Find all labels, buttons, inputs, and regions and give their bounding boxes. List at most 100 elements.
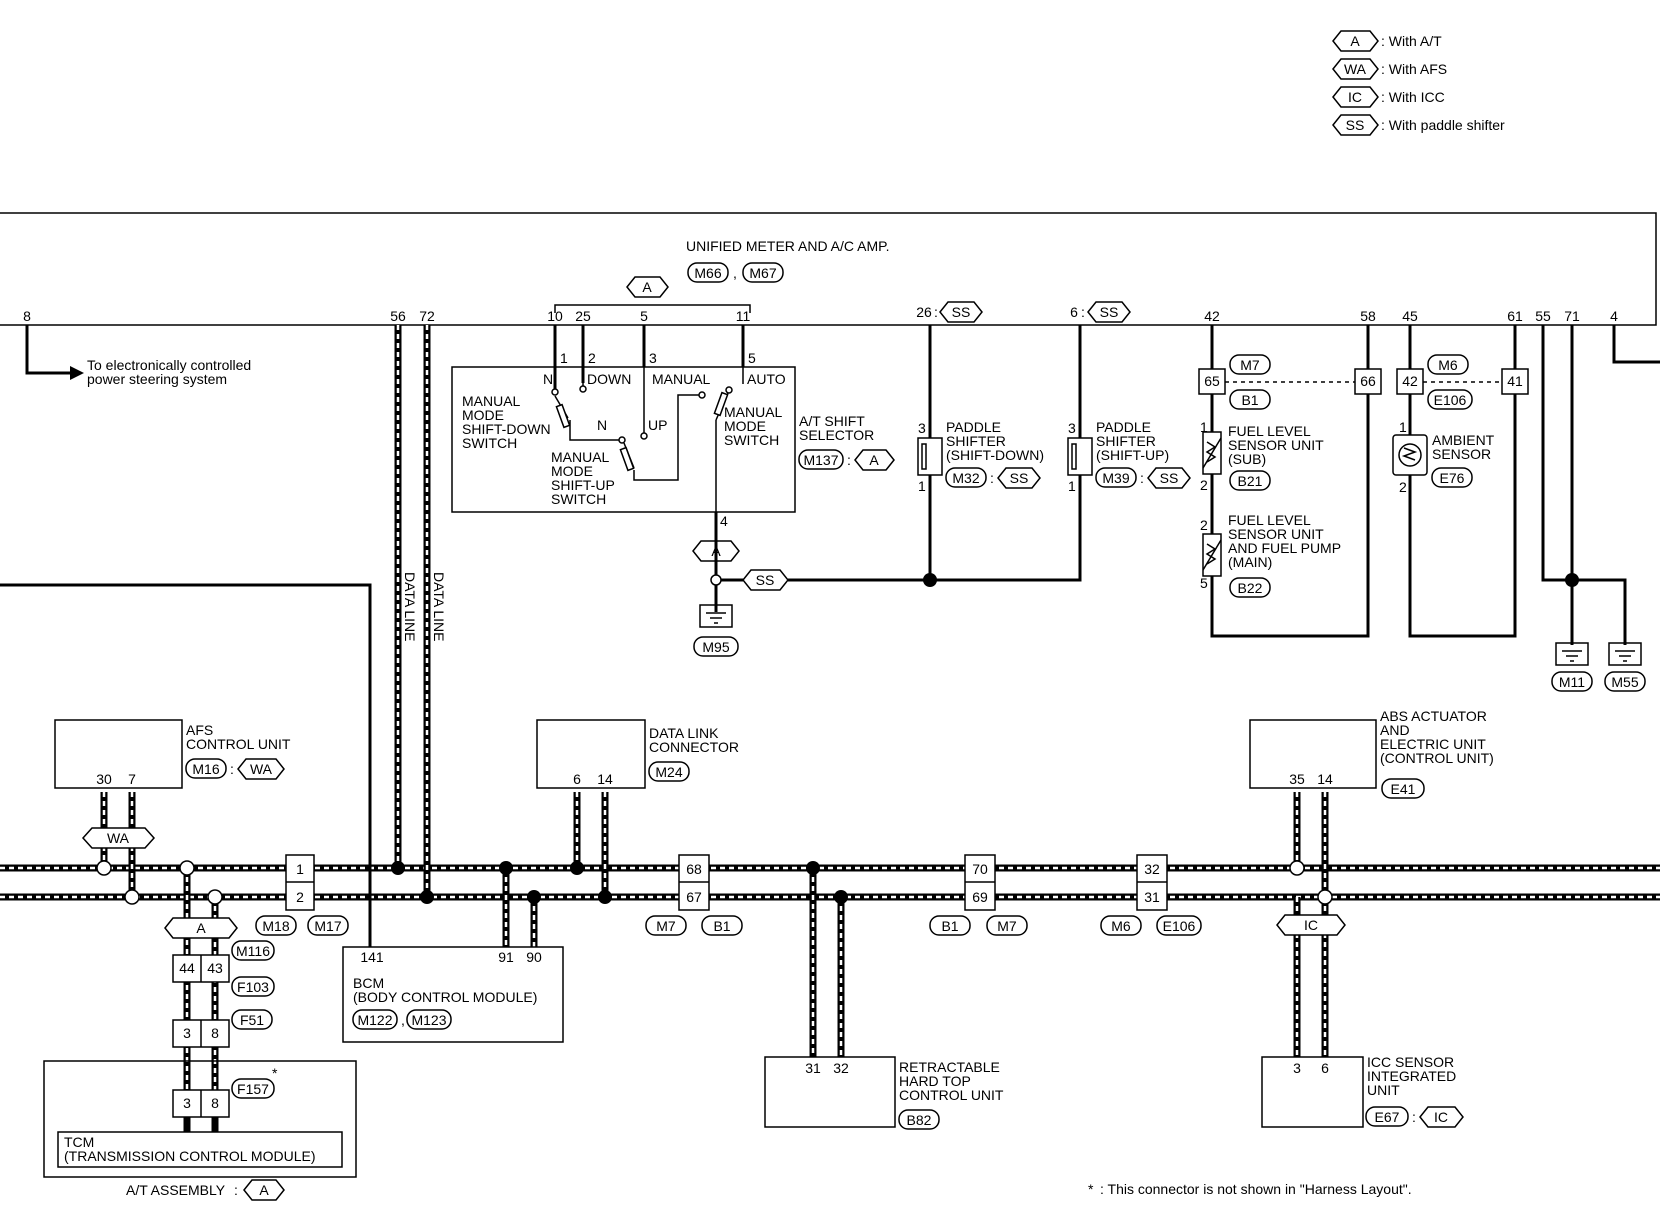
svg-text:30: 30 bbox=[96, 771, 112, 787]
svg-text:ELECTRIC UNIT: ELECTRIC UNIT bbox=[1380, 736, 1486, 752]
svg-text:42: 42 bbox=[1402, 373, 1418, 389]
svg-text:DATA LINK: DATA LINK bbox=[649, 725, 719, 741]
svg-text:MANUAL: MANUAL bbox=[652, 371, 711, 387]
svg-text:2: 2 bbox=[1200, 517, 1208, 533]
connector-e67: E67 bbox=[1375, 1109, 1400, 1125]
svg-text:31: 31 bbox=[1144, 889, 1160, 905]
connector-m7-bus-2: M7 bbox=[997, 918, 1017, 934]
connector-m6: M6 bbox=[1438, 357, 1458, 373]
data-link-connector: 6 14 DATA LINK CONNECTOR M24 bbox=[536, 719, 739, 789]
connector-f103: F103 bbox=[237, 979, 269, 995]
svg-text:SENSOR UNIT: SENSOR UNIT bbox=[1228, 437, 1324, 453]
svg-text:CONNECTOR: CONNECTOR bbox=[649, 739, 739, 755]
svg-text:14: 14 bbox=[597, 771, 613, 787]
svg-text:(CONTROL UNIT): (CONTROL UNIT) bbox=[1380, 750, 1494, 766]
svg-text:A/T ASSEMBLY: A/T ASSEMBLY bbox=[126, 1182, 226, 1198]
connector-e106-bus: E106 bbox=[1163, 918, 1196, 934]
svg-text:(BODY CONTROL MODULE): (BODY CONTROL MODULE) bbox=[353, 989, 537, 1005]
svg-text:INTEGRATED: INTEGRATED bbox=[1367, 1068, 1456, 1084]
svg-text:11: 11 bbox=[736, 308, 751, 324]
svg-text:4: 4 bbox=[1610, 308, 1618, 324]
svg-text:58: 58 bbox=[1360, 308, 1376, 324]
svg-text:A: A bbox=[196, 920, 206, 936]
svg-text:BCM: BCM bbox=[353, 975, 384, 991]
connector-e41: E41 bbox=[1391, 781, 1416, 797]
svg-text:5: 5 bbox=[640, 308, 648, 324]
abs-actuator: 35 14 ABS ACTUATOR AND ELECTRIC UNIT (CO… bbox=[1249, 708, 1494, 799]
svg-text::: : bbox=[990, 470, 994, 486]
svg-text:SS: SS bbox=[1160, 470, 1179, 486]
connector-m7-bus: M7 bbox=[656, 918, 676, 934]
connector-m32: M32 bbox=[952, 470, 979, 486]
svg-text:SWITCH: SWITCH bbox=[551, 491, 606, 507]
svg-text:32: 32 bbox=[833, 1060, 849, 1076]
svg-text:5: 5 bbox=[1200, 575, 1208, 591]
svg-text:44: 44 bbox=[179, 960, 195, 976]
svg-text:A: A bbox=[259, 1182, 269, 1198]
connector-m123: M123 bbox=[411, 1012, 446, 1028]
legend-item-a: A : With A/T bbox=[1332, 30, 1442, 52]
svg-text:SS: SS bbox=[1100, 304, 1119, 320]
data-line-label-2: DATA LINE bbox=[431, 572, 447, 642]
ground-m55: M55 bbox=[1611, 674, 1638, 690]
svg-text:3: 3 bbox=[1068, 420, 1076, 436]
svg-text:8: 8 bbox=[211, 1095, 219, 1111]
svg-text:90: 90 bbox=[526, 949, 542, 965]
svg-text:PADDLE: PADDLE bbox=[946, 419, 1001, 435]
svg-text:10: 10 bbox=[547, 308, 563, 324]
svg-text:MANUAL: MANUAL bbox=[462, 393, 521, 409]
legend-item-wa: WA : With AFS bbox=[1332, 58, 1447, 80]
connector-b1-bus-2: B1 bbox=[941, 918, 958, 934]
svg-text:power steering system: power steering system bbox=[87, 371, 227, 387]
svg-text:WA: WA bbox=[107, 830, 130, 846]
svg-text:2: 2 bbox=[588, 350, 596, 366]
svg-text:CONTROL UNIT: CONTROL UNIT bbox=[186, 736, 291, 752]
svg-text:2: 2 bbox=[296, 889, 304, 905]
svg-text:N: N bbox=[543, 371, 553, 387]
connector-m122: M122 bbox=[357, 1012, 392, 1028]
connector-m137: M137 bbox=[803, 452, 838, 468]
svg-text:*: * bbox=[272, 1065, 278, 1081]
svg-text:2: 2 bbox=[1399, 479, 1407, 495]
svg-text:,: , bbox=[733, 265, 737, 281]
svg-text:DOWN: DOWN bbox=[587, 371, 631, 387]
svg-text:5: 5 bbox=[748, 350, 756, 366]
svg-text:66: 66 bbox=[1360, 373, 1376, 389]
svg-text:1: 1 bbox=[1068, 478, 1076, 494]
svg-text:To electronically controlled: To electronically controlled bbox=[87, 357, 251, 373]
svg-text:SS: SS bbox=[756, 572, 775, 588]
svg-text::: : bbox=[234, 1182, 238, 1198]
svg-text:6: 6 bbox=[1321, 1060, 1329, 1076]
svg-text:(SUB): (SUB) bbox=[1228, 451, 1266, 467]
svg-text:WA: WA bbox=[1344, 61, 1367, 77]
svg-text:TCM: TCM bbox=[64, 1134, 94, 1150]
connector-m6-bus: M6 bbox=[1111, 918, 1131, 934]
afs-control-unit: 30 7 AFS CONTROL UNIT M16 : WA WA bbox=[54, 719, 291, 849]
connector-f157: F157 bbox=[237, 1081, 269, 1097]
svg-text:ICC SENSOR: ICC SENSOR bbox=[1367, 1054, 1454, 1070]
svg-text::: : bbox=[934, 304, 938, 320]
svg-text:MANUAL: MANUAL bbox=[724, 404, 783, 420]
svg-text:SHIFTER: SHIFTER bbox=[946, 433, 1006, 449]
svg-text:IC: IC bbox=[1304, 917, 1318, 933]
ambient-sensor: 42 41 M6 E106 1 2 AMBIENT SENSOR E76 bbox=[1392, 325, 1529, 638]
svg-text:1: 1 bbox=[296, 861, 304, 877]
svg-text:A: A bbox=[869, 452, 879, 468]
data-line-label-1: DATA LINE bbox=[402, 572, 418, 642]
svg-text:SELECTOR: SELECTOR bbox=[799, 427, 874, 443]
at-shift-selector: 1 2 3 5 N DOWN MANUAL AUTO N UP MANUAL M… bbox=[451, 325, 1082, 657]
svg-text:UP: UP bbox=[648, 417, 667, 433]
svg-text:1: 1 bbox=[1200, 419, 1208, 435]
svg-text::: : bbox=[1140, 470, 1144, 486]
svg-text:A/T SHIFT: A/T SHIFT bbox=[799, 413, 865, 429]
ground-m11: M11 bbox=[1559, 674, 1585, 690]
svg-text:141: 141 bbox=[360, 949, 384, 965]
svg-text:SS: SS bbox=[1010, 470, 1029, 486]
meter-terminals: 8 56 72 10 25 5 11 26 : SS 6 : SS 42 58 … bbox=[23, 301, 1618, 324]
svg-text:AND FUEL PUMP: AND FUEL PUMP bbox=[1228, 540, 1341, 556]
svg-text:N: N bbox=[597, 417, 607, 433]
connector-b1-bus: B1 bbox=[713, 918, 730, 934]
svg-text:SWITCH: SWITCH bbox=[724, 432, 779, 448]
connector-b1: B1 bbox=[1241, 392, 1258, 408]
